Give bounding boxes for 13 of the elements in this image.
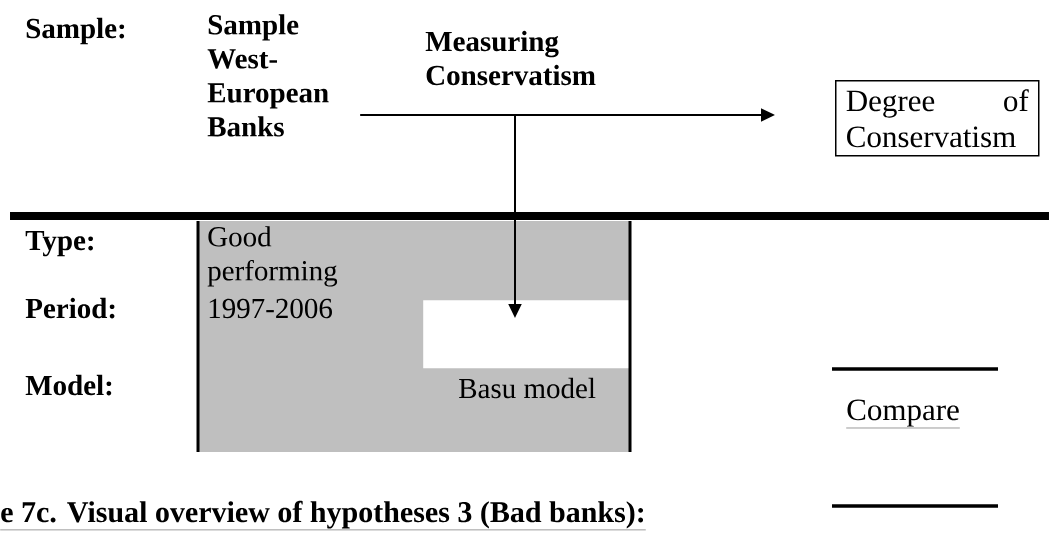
blank-box (423, 300, 629, 369)
bold-text: Sample West-European Banks (207, 14, 329, 137)
result-box: Degree of Conservatism (835, 80, 1040, 157)
row-label: Compare (846, 399, 961, 429)
row-label: Sample: (26, 17, 125, 45)
panel-text: 1997-2006 (209, 298, 332, 319)
panel-text: Basu model (459, 377, 596, 399)
row-label: Type: (25, 231, 93, 257)
row-label: Period: (25, 297, 115, 319)
panel-text: Good performing (207, 226, 338, 287)
caption: e 7c. Visual overview of hypotheses 3 (Bad banks): (0, 500, 646, 531)
edge-label: Measuring Conservatism (425, 30, 596, 86)
row-label: Model: (25, 374, 112, 396)
